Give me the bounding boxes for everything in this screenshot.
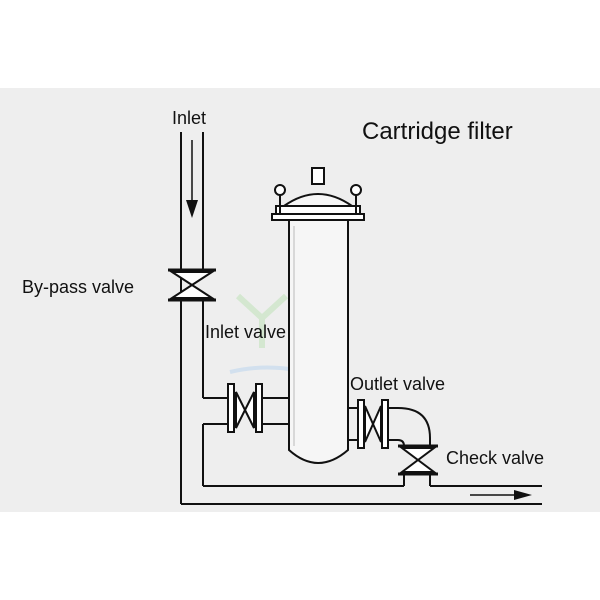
- inlet-label: Inlet: [172, 108, 206, 128]
- outlet-valve: [357, 399, 389, 449]
- inlet-valve-label: Inlet valve: [205, 322, 286, 342]
- outlet-flow-arrow: [470, 490, 532, 500]
- bypass-valve: [168, 268, 216, 302]
- inlet-branch-pipe: [203, 397, 290, 425]
- outlet-valve-label: Outlet valve: [350, 374, 445, 394]
- bypass-valve-label: By-pass valve: [22, 277, 134, 297]
- outlet-header-pipe: [181, 485, 542, 505]
- inlet-valve: [227, 383, 263, 433]
- inlet-pipe: [180, 132, 204, 504]
- inlet-flow-arrow: [186, 140, 198, 218]
- filter-housing: [271, 167, 365, 464]
- diagram-title: Cartridge filter: [362, 118, 513, 145]
- check-valve-label: Check valve: [446, 448, 544, 468]
- check-valve: [398, 444, 438, 486]
